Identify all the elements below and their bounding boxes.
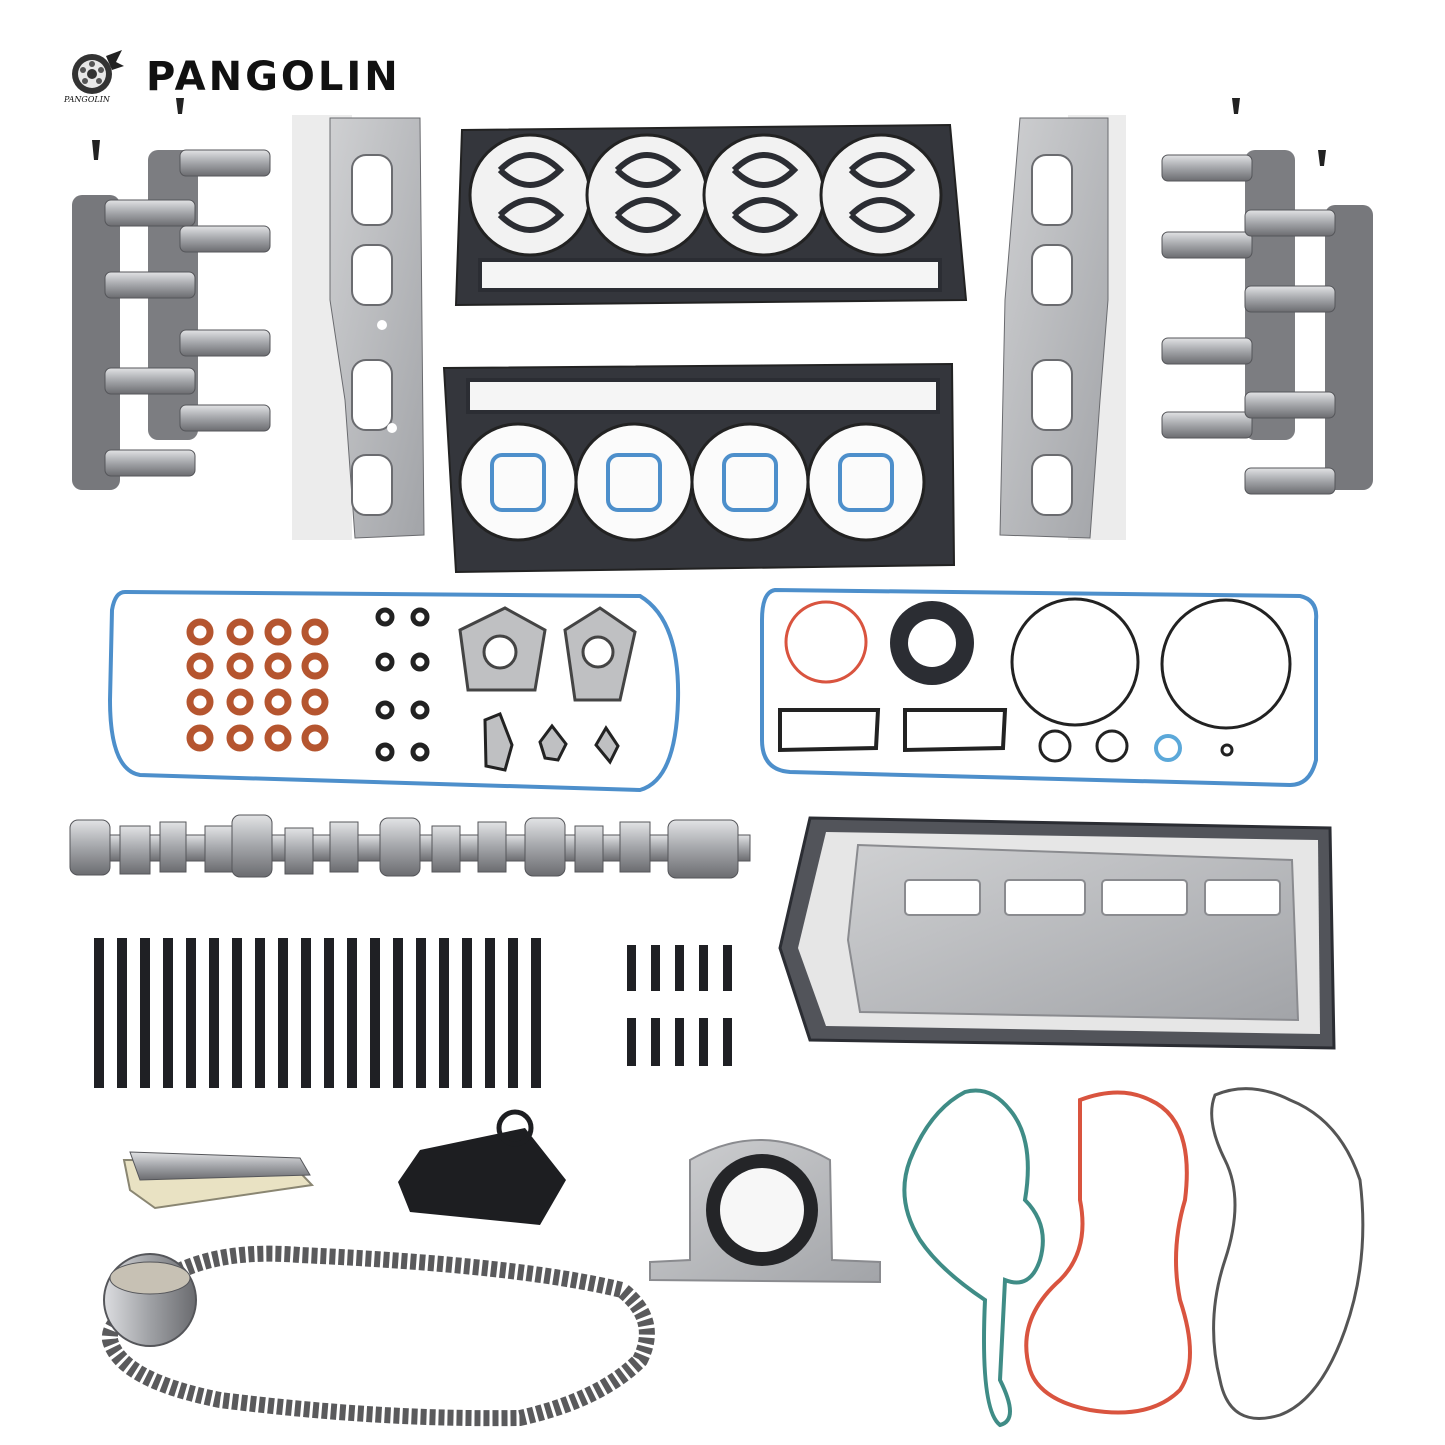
camshaft [69,814,751,879]
head-bolts [94,938,541,1088]
exhaust-manifold-gasket-right [999,115,1126,540]
lifter-guide-right [1161,98,1373,495]
exhaust-manifold-gasket-left [292,115,425,540]
cylinder-head-gasket-lower [442,362,956,574]
valve-cover-gasket-set-left [107,589,681,793]
manifold-bolts [627,945,732,1066]
logo-wordmark: PANGOLIN [63,95,111,104]
oil-pan-gasket [778,816,1336,1050]
valve-cover-gasket-set-right [760,587,1319,788]
cylinder-head-gasket-upper [454,123,968,307]
chain-guide [122,1151,315,1210]
brand-header: PANGOLIN PANGOLIN [62,48,401,106]
brand-name: PANGOLIN [146,54,401,100]
pangolin-gear-logo-icon: PANGOLIN [63,50,124,104]
timing-chain-and-sprocket [101,1245,655,1427]
timing-cover-gaskets [902,1087,1365,1428]
lifter-guide-left [72,98,271,490]
chain-tensioner [398,1109,566,1225]
rear-main-seal [649,1139,881,1284]
